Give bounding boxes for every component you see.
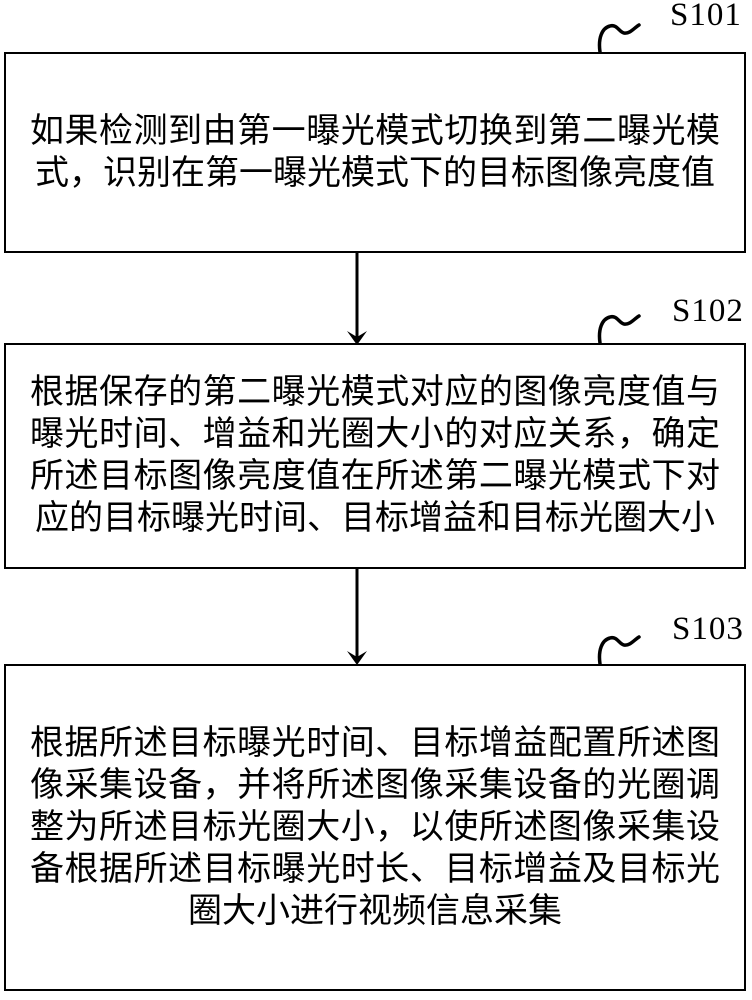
step-box-s101: 如果检测到由第一曝光模式切换到第二曝光模式，识别在第一曝光模式下的目标图像亮度值 (4, 52, 746, 253)
flow-arrow-icon-1 (347, 253, 367, 345)
step-box-s103: 根据所述目标曝光时间、目标增益配置所述图像采集设备，并将所述图像采集设备的光圈调… (4, 664, 746, 991)
flow-arrow-icon-2 (347, 569, 367, 665)
step-label-s101: S101 (670, 0, 742, 33)
step-text-s102: 根据保存的第二曝光模式对应的图像亮度值与曝光时间、增益和光圈大小的对应关系，确定… (30, 374, 720, 537)
step-text-s101: 如果检测到由第一曝光模式切换到第二曝光模式，识别在第一曝光模式下的目标图像亮度值 (30, 112, 720, 192)
leader-squiggle-icon-s103 (597, 635, 641, 666)
step-box-s102: 根据保存的第二曝光模式对应的图像亮度值与曝光时间、增益和光圈大小的对应关系，确定… (4, 343, 746, 569)
step-label-s102: S102 (672, 293, 744, 329)
leader-squiggle-icon-s102 (597, 314, 641, 345)
step-label-s103: S103 (672, 611, 744, 647)
leader-squiggle-icon-s101 (597, 23, 641, 54)
step-text-s103: 根据所述目标曝光时间、目标增益配置所述图像采集设备，并将所述图像采集设备的光圈调… (30, 724, 720, 930)
